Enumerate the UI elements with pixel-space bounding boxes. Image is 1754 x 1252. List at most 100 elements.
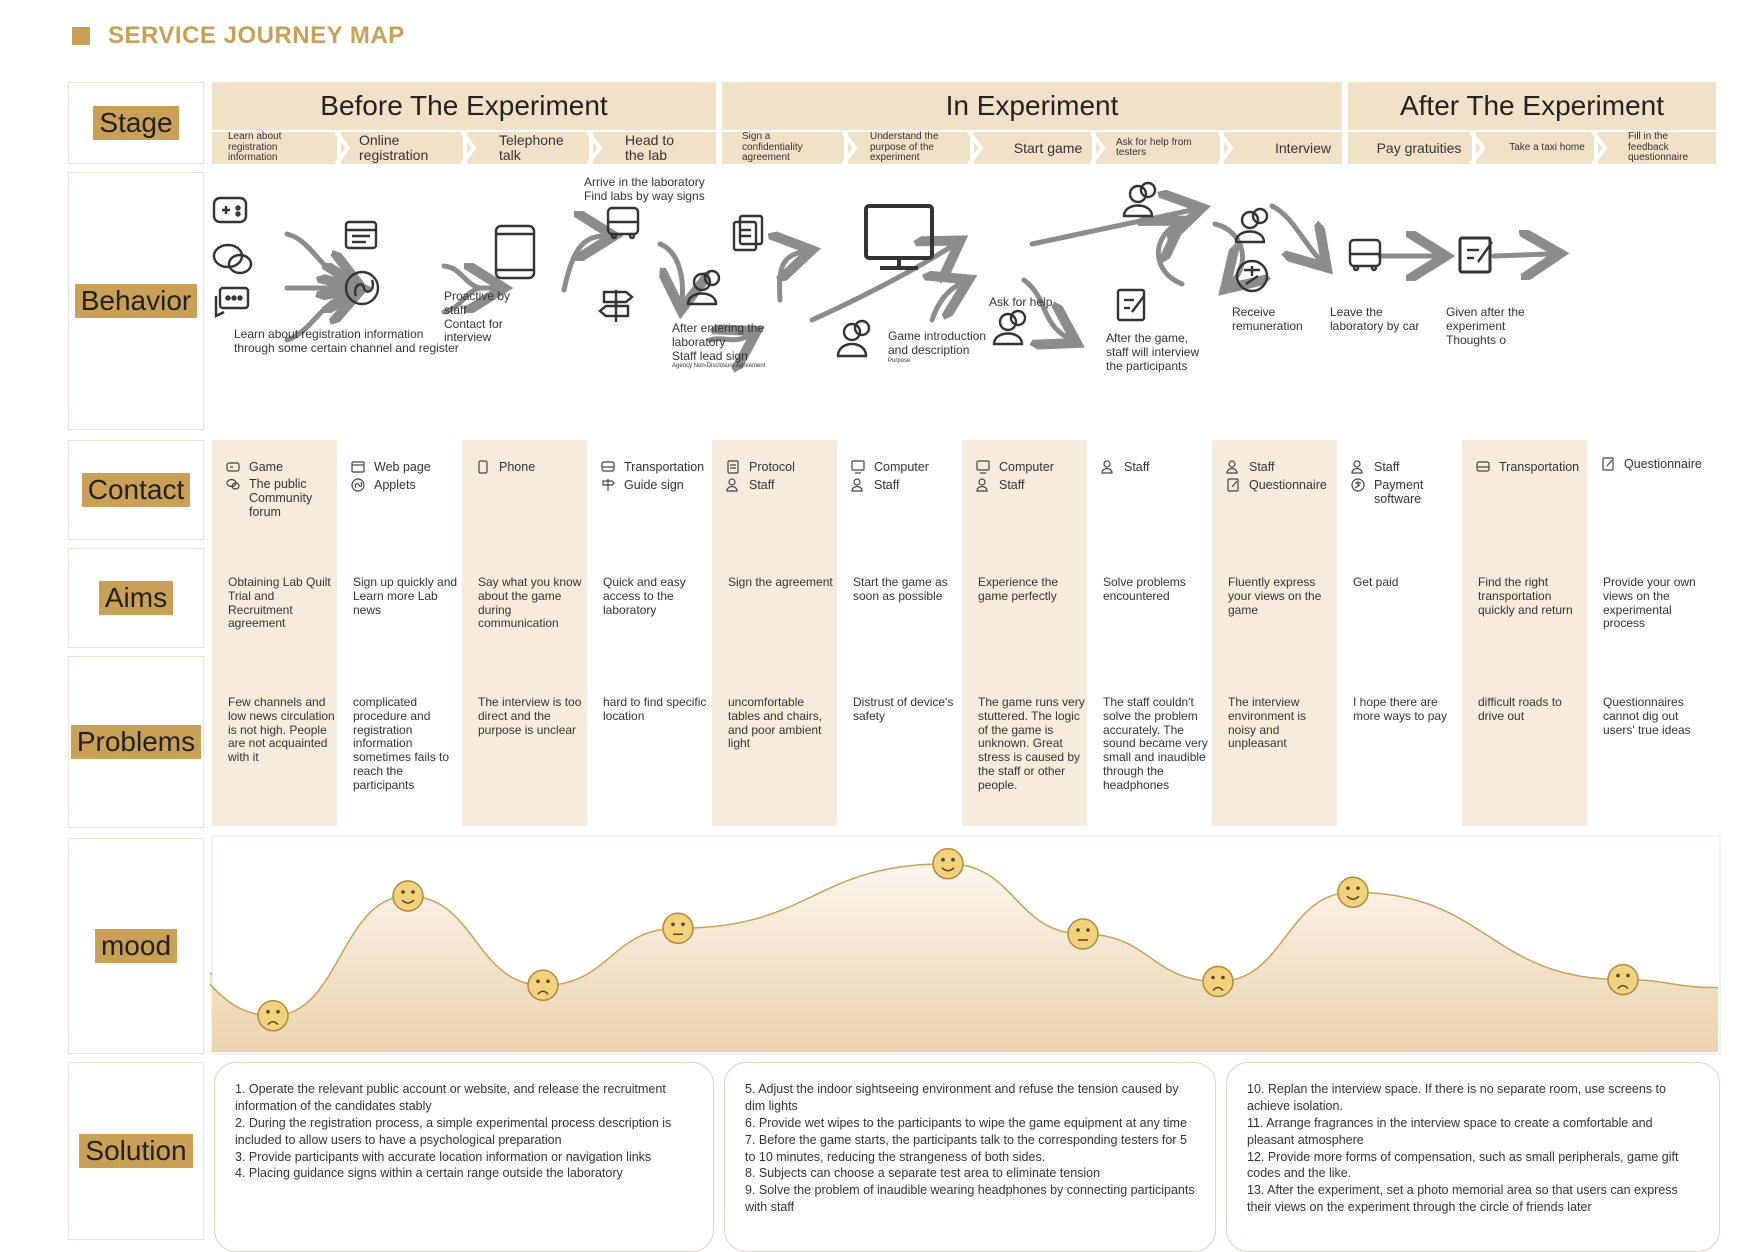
behavior-line: After the game,: [1106, 331, 1189, 345]
phone-icon: [494, 224, 536, 280]
behavior-line: interview: [444, 330, 492, 345]
behavior-line: Game introduction: [888, 329, 987, 343]
behavior-text: Learn about registration information thr…: [234, 327, 459, 356]
questionnaire-icon: [1458, 236, 1493, 274]
solution-item: 9. Solve the problem of inaudible wearin…: [745, 1183, 1195, 1215]
behavior-area: Arrive in the laboratory Find labs by wa…: [212, 172, 1716, 430]
journey-column: [1462, 440, 1587, 826]
contact-label: Questionnaire: [1249, 478, 1327, 492]
behavior-text: After entering the laboratory Staff lead…: [672, 321, 766, 370]
contact-item: Payment software: [1351, 478, 1461, 506]
staff-icon: [851, 478, 863, 492]
step-chevron: Sign a confidentiality agreement: [722, 132, 844, 164]
contact-label: Payment software: [1374, 478, 1424, 506]
aim-text: Get paid: [1353, 575, 1399, 589]
solution-item: 5. Adjust the indoor sightseeing environ…: [745, 1082, 1179, 1113]
row-label-aims: Aims: [68, 548, 204, 648]
contact-label: Game: [249, 460, 284, 474]
behavior-line: through some certain channel and registe…: [234, 340, 459, 355]
wechat-icon: [226, 478, 240, 490]
behavior-text: Ask for help: [989, 295, 1053, 309]
title-text: SERVICE JOURNEY MAP: [108, 22, 405, 49]
mood-face-sad-icon: [1607, 963, 1639, 996]
problem-text: The interview is too direct and the purp…: [478, 695, 582, 737]
wechat-icon: [212, 243, 253, 275]
problem-text: Distrust of device's safety: [853, 695, 954, 723]
row-label-text: Problems: [70, 724, 202, 760]
problem-text: The staff couldn't solve the problem acc…: [1103, 695, 1208, 792]
document-icon: [727, 460, 739, 474]
problem-text: The interview environment is noisy and u…: [1228, 695, 1307, 751]
contact-item: Staff: [1101, 460, 1211, 474]
step-chevron: Take a taxi home: [1476, 132, 1594, 164]
staff-icon: [1101, 460, 1113, 474]
behavior-line: Thoughts o: [1446, 332, 1507, 347]
solution-item: 10. Replan the interview space. If there…: [1247, 1082, 1666, 1113]
solution-item: 6. Provide wet wipes to the participants…: [745, 1115, 1187, 1130]
problem-text: complicated procedure and registration i…: [353, 695, 450, 792]
applets-icon: [344, 270, 380, 306]
questionnaire-icon: [1116, 288, 1146, 322]
step-chevron: Learn about registration information: [212, 132, 337, 164]
behavior-line: and description: [888, 342, 970, 357]
contact-item: Transportation: [1476, 460, 1586, 474]
row-label-text: Behavior: [74, 283, 198, 319]
mood-face-sad-icon: [1202, 965, 1234, 998]
behavior-text: Game introduction and description Purpos…: [888, 329, 987, 364]
aim-text: Experience the game perfectly: [978, 575, 1059, 603]
aim-text: Solve problems encountered: [1103, 575, 1186, 603]
step-chevron: Ask for help from testers: [1096, 132, 1220, 164]
behavior-line: Find labs by way signs: [584, 188, 705, 203]
step-chevron: Telephone talk: [467, 132, 589, 164]
staff-icon: [976, 478, 988, 492]
contact-label: Transportation: [1499, 460, 1580, 474]
mood-area: [210, 863, 1718, 1052]
webpage-icon: [351, 461, 365, 473]
mood-faces: [257, 847, 1639, 1032]
behavior-line: Proactive by: [444, 289, 511, 303]
contact-label: Computer: [999, 460, 1054, 474]
signpost-icon: [598, 290, 634, 322]
contact-label: Staff: [1124, 460, 1150, 474]
staff-icon: [1226, 460, 1238, 474]
behavior-line: staff: [444, 302, 467, 317]
contact-item: Staff: [726, 478, 836, 492]
contact-item: Phone: [476, 460, 586, 474]
contact-item: Questionnaire: [1601, 457, 1711, 471]
mood-face-neutral-icon: [1067, 918, 1099, 950]
aim-text: Start the game as soon as possible: [853, 575, 948, 603]
behavior-line: Agency Non-Disclosure Agreement: [672, 363, 766, 370]
contact-item: Staff: [976, 478, 1086, 492]
mood-frame: [211, 835, 1721, 1055]
computer-icon: [851, 460, 865, 474]
step-chevron: Fill in the feedback questionnaire: [1598, 132, 1716, 164]
problem-text: I hope there are more ways to pay: [1353, 695, 1448, 723]
behavior-line: Purpose: [888, 357, 911, 364]
behavior-line: experiment: [1446, 318, 1506, 333]
step-chevron: Understand the purpose of the experiment: [848, 132, 970, 164]
aim-text: Sign up quickly and Learn more Lab news: [353, 575, 458, 617]
behavior-flow: [212, 181, 1716, 430]
journey-column: [212, 440, 337, 826]
behavior-text: Receive remuneration: [1232, 305, 1303, 334]
row-label-problems: Problems: [68, 656, 204, 828]
solution-item: 2. During the registration process, a si…: [235, 1115, 672, 1147]
contact-label: Computer: [874, 460, 929, 474]
contact-item: Staff: [851, 478, 961, 492]
solution-box-3: 10. Replan the interview space. If there…: [1226, 1062, 1720, 1252]
aim-text: Sign the agreement: [728, 575, 833, 589]
contact-label: Staff: [749, 478, 775, 492]
problem-text: uncomfortable tables and chairs, and poo…: [728, 695, 823, 751]
staff-icon: [726, 478, 738, 492]
contact-item: Questionnaire: [1226, 478, 1336, 492]
contact-label: Protocol: [749, 460, 795, 474]
row-label-contact: Contact: [68, 440, 204, 540]
staff-icon: [1351, 460, 1363, 474]
behavior-line: Arrive in the laboratory: [584, 175, 705, 189]
contact-item: Computer: [851, 460, 961, 474]
behavior-line: Staff lead sign: [672, 348, 748, 363]
contact-item: Transportation: [601, 460, 711, 474]
contact-label: Transportation: [624, 460, 705, 474]
behavior-text: Given after the experiment Thoughts o: [1446, 305, 1525, 347]
title-square-icon: [72, 27, 90, 45]
